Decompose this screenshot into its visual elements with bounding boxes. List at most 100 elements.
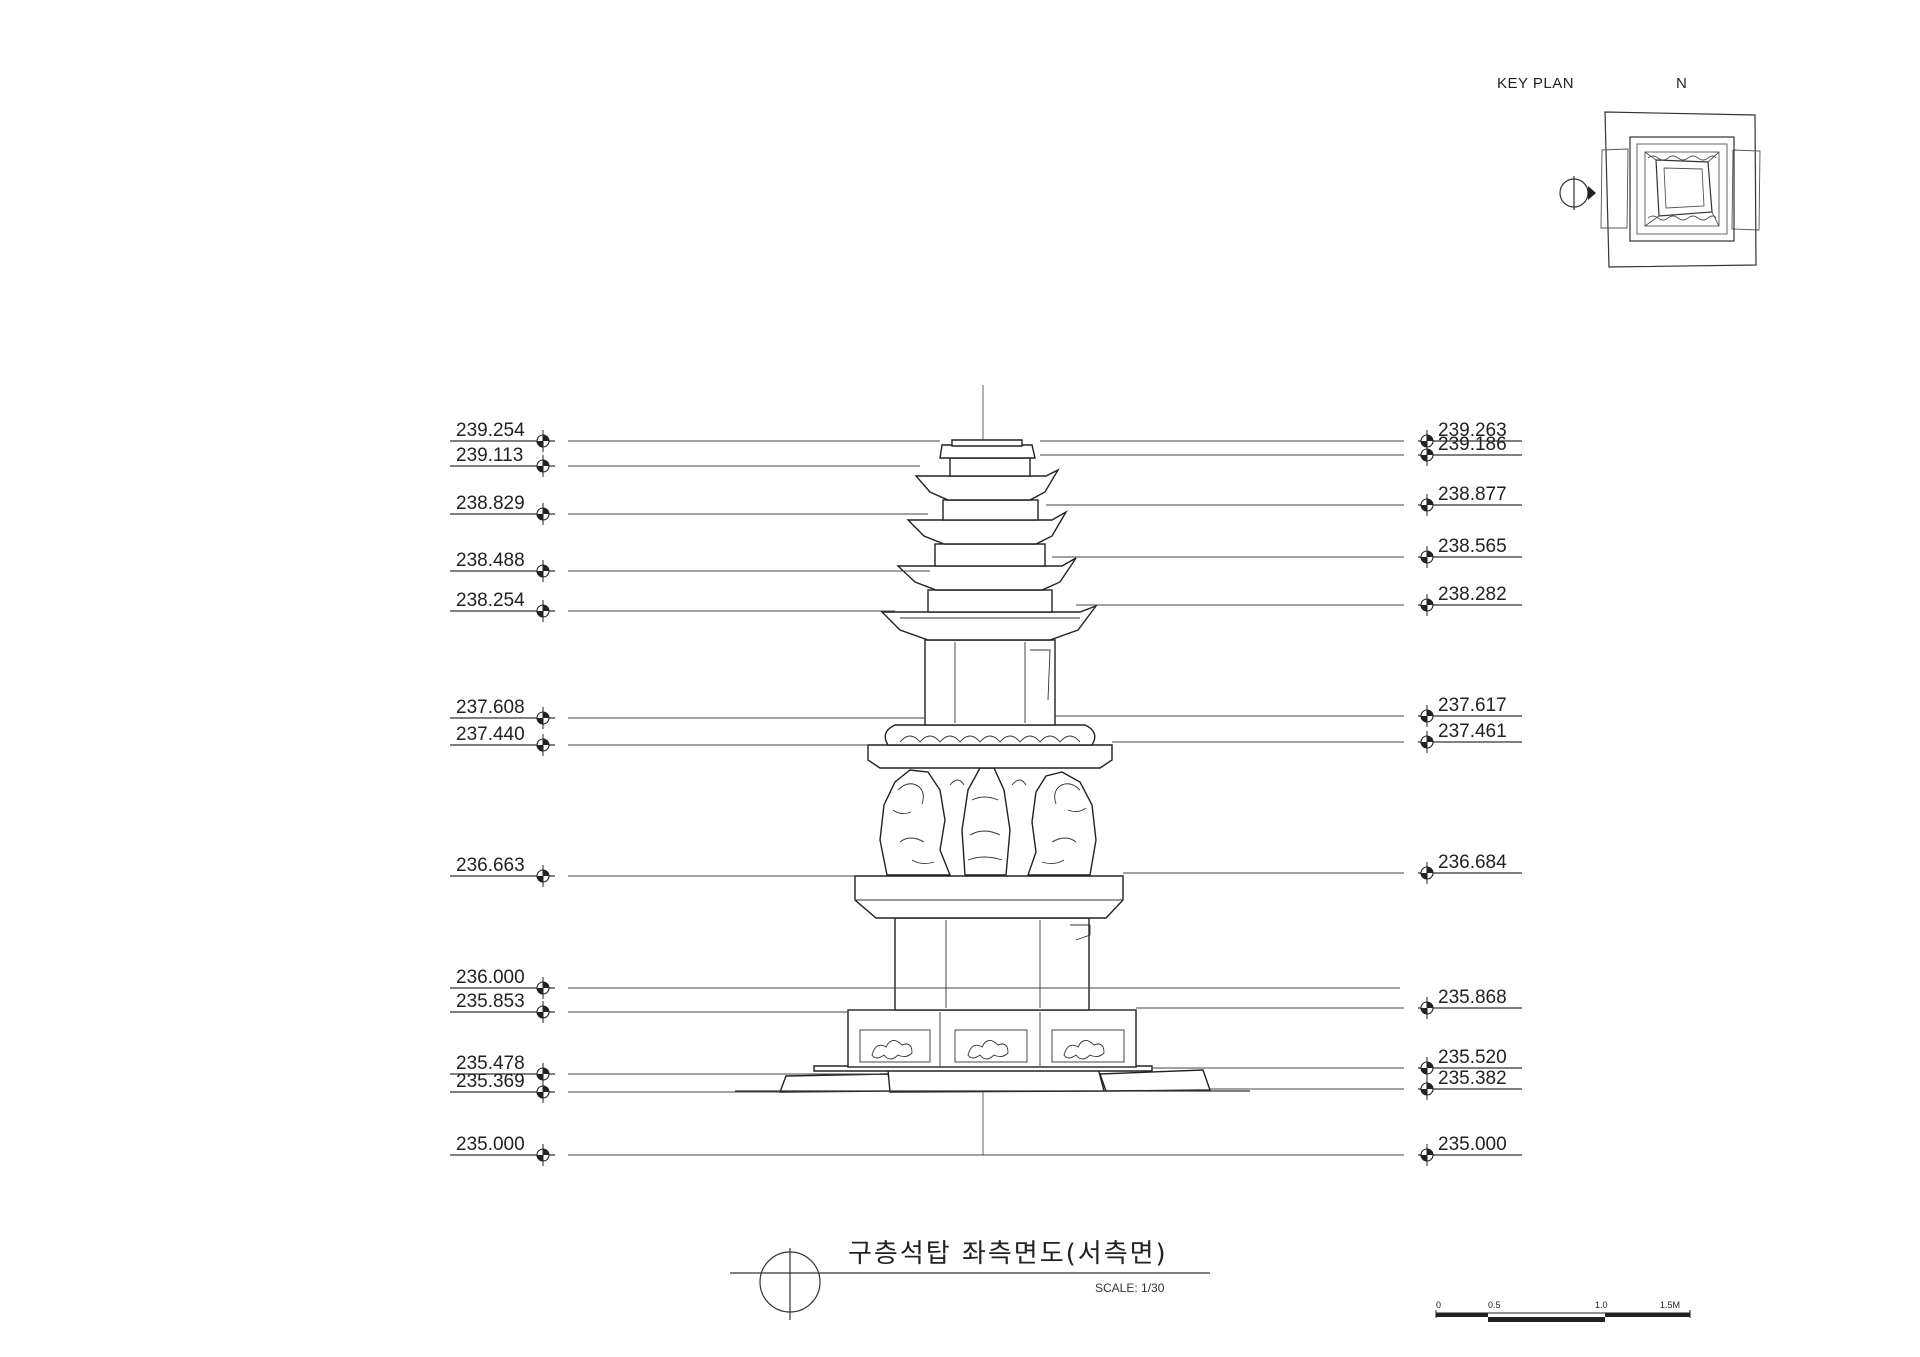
elevation-target-icon [1420,430,1434,452]
elevation-target-icon [536,1001,550,1023]
elevation-value-right: 235.382 [1438,1068,1507,1089]
elevation-value-left: 235.853 [456,991,525,1012]
top-remnant [939,444,1036,459]
elevation-value-right: 238.877 [1438,484,1507,505]
scale-tick-0: 0 [1436,1300,1441,1310]
elevation-value-right: 237.617 [1438,695,1507,716]
elevation-target-icon [1420,1078,1434,1100]
title-block: 구층석탑 좌측면도(서측면) SCALE: 1/30 [730,1239,1210,1320]
elevation-marker-right: 237.461 [1112,721,1522,753]
elevation-marker-right: 235.000 [1400,1134,1522,1166]
elevation-marker-right: 239.263 [1040,420,1522,452]
lotus-base [884,724,1096,746]
elevation-target-icon [536,430,550,452]
elevation-target-icon [536,560,550,582]
elevation-marker-left: 235.853 [450,991,848,1023]
scale-tick-10: 1.0 [1595,1300,1608,1310]
elevation-target-icon [1420,705,1434,727]
elevation-marker-left: 236.000 [450,967,1400,999]
elevation-target-icon [536,977,550,999]
elevation-marker-left: 239.254 [450,420,940,452]
elevation-target-icon [536,865,550,887]
elevation-marker-right: 237.617 [1055,695,1522,727]
elevation-value-left: 237.608 [456,697,525,718]
north-label: N [1676,75,1687,92]
left-elevation-markers: 239.254 239.113 238.829 238.488 238.254 237.6… [450,420,1400,1166]
elevation-value-left: 237.440 [456,724,525,745]
pagoda-elevation [735,439,1250,1093]
elevation-value-left: 239.254 [456,420,525,441]
lion-pillars [879,767,1097,876]
elevation-value-right: 235.520 [1438,1047,1507,1068]
elevation-marker-left: 237.608 [450,697,925,729]
elevation-target-icon [536,600,550,622]
key-plan: KEY PLAN N [1497,75,1761,268]
elevation-marker-right: 235.382 [1210,1068,1522,1100]
elevation-marker-left: 238.488 [450,550,930,582]
scale-note: SCALE: 1/30 [1095,1281,1165,1295]
elevation-marker-left: 235.478 [450,1053,880,1085]
elevation-target-icon [1420,1144,1434,1166]
key-plan-label: KEY PLAN [1497,75,1574,92]
roof-stone-4 [914,468,1060,501]
elevation-target-icon [536,1144,550,1166]
elevation-marker-left: 239.113 [450,445,920,477]
elevation-marker-right: 235.520 [1152,1047,1522,1079]
elevation-marker-right: 239.186 [1040,434,1522,466]
elevation-target-icon [1420,731,1434,753]
elevation-target-icon [1420,594,1434,616]
elevation-marker-right: 236.684 [1123,852,1522,884]
elevation-value-right: 238.282 [1438,584,1507,605]
elevation-value-left: 238.254 [456,590,525,611]
elevation-value-right: 235.000 [1438,1134,1507,1155]
elevation-value-left: 238.488 [456,550,525,571]
elevation-marker-right: 238.565 [1052,536,1522,568]
first-storey-body [924,639,1056,726]
elevation-marker-right: 238.282 [1076,584,1522,616]
elevation-value-right: 239.263 [1438,420,1507,441]
scale-tick-05: 0.5 [1488,1300,1501,1310]
elevation-marker-left: 238.254 [450,590,895,622]
elevation-marker-right: 238.877 [1046,484,1522,516]
elevation-target-icon [536,1063,550,1085]
elevation-target-icon [536,1081,550,1103]
elevation-marker-right: 235.868 [1136,987,1522,1019]
elevation-value-right: 238.565 [1438,536,1507,557]
scale-bar: 0 0.5 1.0 1.5M [1435,1300,1691,1322]
elevation-target-icon [536,734,550,756]
elevation-value-left: 236.000 [456,967,525,988]
ground-stone-right [1099,1069,1211,1092]
elevation-target-icon [536,455,550,477]
elevation-value-left: 239.113 [456,445,523,466]
middle-cap-stone [854,875,1124,919]
roof-stone-1 [880,604,1098,641]
elevation-value-right: 239.186 [1438,434,1507,455]
elevation-value-left: 236.663 [456,855,525,876]
elevation-target-icon [536,707,550,729]
view-direction-icon [1559,176,1596,210]
elevation-value-right: 237.461 [1438,721,1507,742]
elevation-marker-left: 238.829 [450,493,928,525]
elevation-marker-left: 235.369 [450,1071,780,1103]
elevation-target-icon [536,503,550,525]
scale-tick-15: 1.5M [1660,1300,1680,1310]
ground-stone-left [778,1073,893,1093]
upper-platform [867,744,1113,769]
elevation-value-left: 238.829 [456,493,525,514]
key-plan-drawing [1600,111,1761,268]
lower-body [894,917,1090,1011]
lower-plinth [847,1009,1137,1068]
elevation-target-icon [1420,862,1434,884]
elevation-value-left: 235.369 [456,1071,525,1092]
elevation-target-icon [1420,444,1434,466]
elevation-marker-left: 236.663 [450,855,855,887]
elevation-marker-left: 235.000 [450,1134,1400,1166]
elevation-value-right: 236.684 [1438,852,1507,873]
elevation-target-icon [1420,1057,1434,1079]
elevation-target-icon [1420,997,1434,1019]
elevation-value-left: 235.000 [456,1134,525,1155]
drawing-title: 구층석탑 좌측면도(서측면) [848,1239,1168,1269]
elevation-value-left: 235.478 [456,1053,525,1074]
